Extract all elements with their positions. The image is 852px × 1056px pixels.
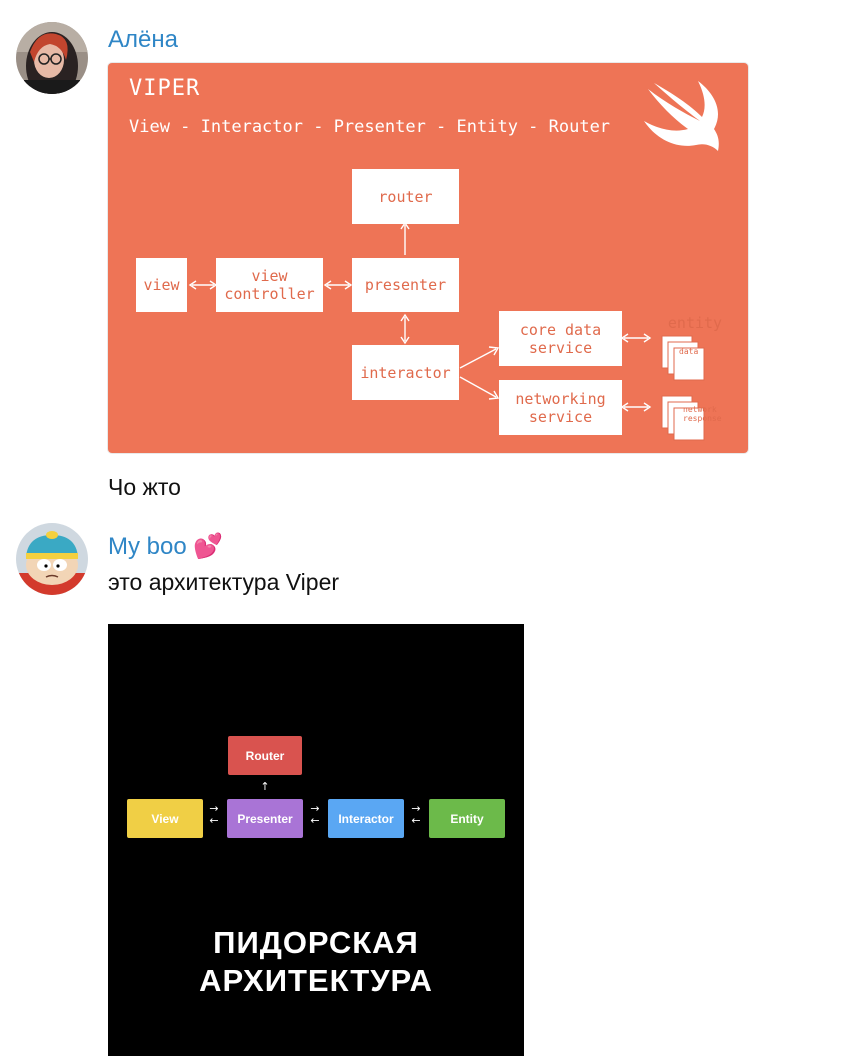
box-view-controller: view controller — [216, 258, 323, 312]
avatar-my-boo[interactable] — [16, 523, 88, 595]
meme-caption: ПИДОРСКАЯ АРХИТЕКТУРА — [199, 925, 433, 998]
meme-box-view: View — [127, 799, 203, 838]
box-router: router — [352, 169, 459, 224]
avatar-my-boo-cartman — [16, 523, 88, 595]
swift-logo-icon — [644, 81, 719, 151]
meme-box-router: Router — [228, 736, 302, 775]
viper-arrows — [188, 221, 705, 441]
entity-network-response-label: network response — [683, 405, 722, 423]
meme-box-presenter: Presenter — [227, 799, 303, 838]
avatar-alena[interactable] — [16, 22, 88, 94]
viper-subtitle: View - Interactor - Presenter - Entity -… — [129, 117, 611, 137]
viper-diagram-photo[interactable]: VIPER View - Interactor - Presenter - En… — [108, 63, 748, 453]
box-view: view — [136, 258, 187, 312]
message-text: это архитектура Viper — [108, 569, 340, 595]
box-presenter: presenter — [352, 258, 459, 312]
meme-arrow-up: ↑ — [260, 780, 270, 793]
viper-title: VIPER — [129, 76, 201, 101]
sender-name[interactable]: My boo 💕 — [108, 532, 223, 561]
meme-arrows-view-presenter: →← — [209, 802, 219, 827]
message-text: Чо жто — [108, 474, 181, 500]
viper-meme-photo[interactable]: Router ↑ View →← Presenter →← Interactor… — [108, 624, 524, 1056]
avatar-alena-photo — [16, 22, 88, 94]
entity-data-label: data — [679, 347, 699, 356]
box-networking-service-label: networking service — [515, 389, 606, 426]
meme-arrows-interactor-entity: →← — [411, 802, 421, 827]
box-entity: entity — [667, 314, 723, 332]
meme-box-entity: Entity — [429, 799, 505, 838]
sender-name[interactable]: Алёна — [108, 26, 178, 53]
box-core-data-service-label: core data service — [519, 320, 602, 357]
box-networking-service: networking service — [499, 380, 622, 435]
meme-box-interactor: Interactor — [328, 799, 404, 838]
two-hearts-emoji: 💕 — [193, 533, 224, 560]
sender-name-label: My boo — [108, 533, 187, 560]
box-view-controller-label: view controller — [224, 267, 315, 303]
box-core-data-service: core data service — [499, 311, 622, 366]
meme-arrows-presenter-interactor: →← — [310, 802, 320, 827]
box-interactor: interactor — [352, 345, 459, 400]
